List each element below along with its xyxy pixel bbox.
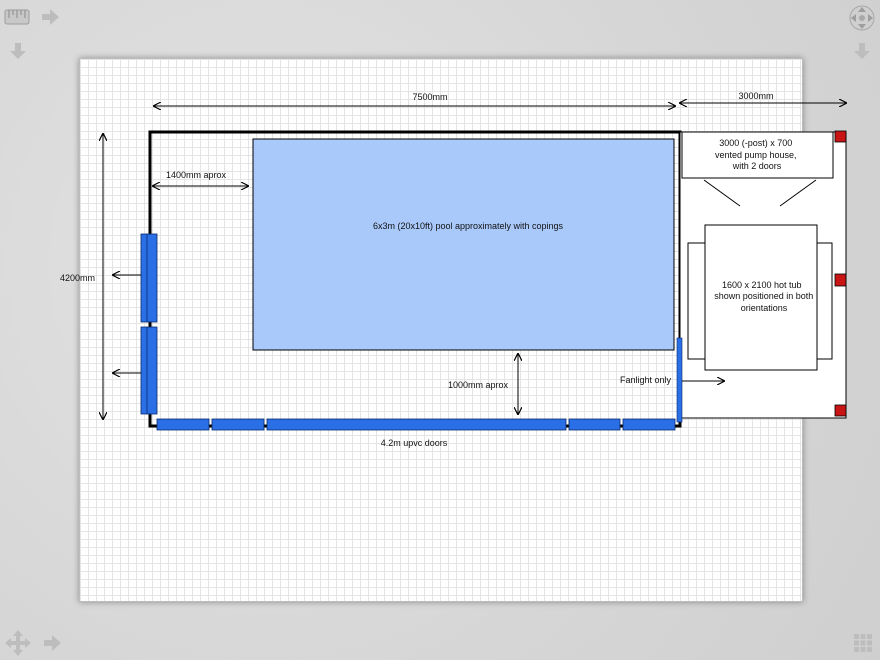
bottom-door-3[interactable] — [266, 418, 567, 431]
fanlight-window[interactable] — [676, 337, 683, 423]
bottom-door-4[interactable] — [568, 418, 621, 431]
pool-rectangle[interactable] — [252, 138, 675, 351]
down-arrow-icon[interactable] — [853, 42, 871, 60]
label-1000mm: 1000mm aprox — [448, 380, 509, 390]
move-arrows-icon[interactable] — [4, 629, 32, 657]
left-door-top[interactable] — [140, 233, 158, 323]
label-3000mm: 3000mm — [738, 91, 773, 101]
label-pump-house: 3000 (-post) x 700 vented pump house, wi… — [715, 138, 799, 171]
label-doors: 4.2m upvc doors — [381, 438, 448, 448]
label-7500mm: 7500mm — [412, 92, 447, 102]
corner-post-bottom[interactable] — [834, 404, 847, 417]
forward-arrow-icon[interactable] — [40, 8, 60, 26]
label-pool: 6x3m (20x10ft) pool approximately with c… — [373, 221, 564, 231]
label-fanlight: Fanlight only — [620, 375, 672, 385]
down-arrow-icon[interactable] — [9, 42, 27, 60]
label-4200mm: 4200mm — [60, 273, 95, 283]
pump-house-box[interactable] — [681, 131, 834, 179]
forward-arrow-icon[interactable] — [42, 634, 62, 652]
bottom-door-5[interactable] — [622, 418, 676, 431]
corner-post-top[interactable] — [834, 130, 847, 143]
hot-tub-portrait[interactable] — [704, 224, 818, 371]
grid-icon[interactable] — [853, 633, 873, 653]
corner-post-middle[interactable] — [834, 273, 847, 287]
ruler-icon[interactable] — [4, 7, 30, 27]
left-door-bottom[interactable] — [140, 326, 158, 415]
bottom-door-1[interactable] — [156, 418, 210, 431]
label-1400mm: 1400mm aprox — [166, 170, 227, 180]
bottom-door-2[interactable] — [211, 418, 265, 431]
label-hot-tub: 1600 x 2100 hot tub shown positioned in … — [714, 280, 816, 313]
navigation-pad-icon[interactable] — [848, 4, 876, 32]
